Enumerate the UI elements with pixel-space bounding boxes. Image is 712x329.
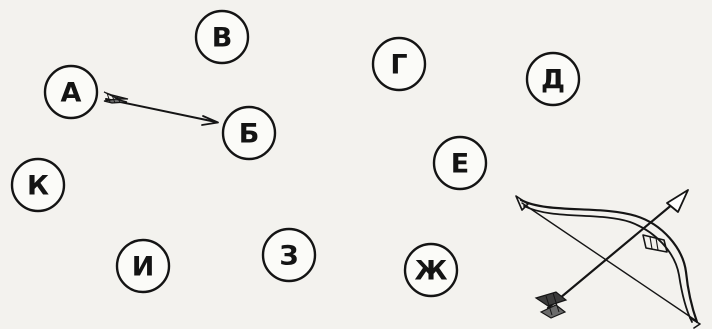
node-label: Е (451, 149, 469, 180)
node-label: Б (239, 119, 260, 150)
node-v: В (196, 11, 248, 63)
node-a: А (45, 66, 97, 118)
node-label: А (61, 78, 82, 109)
node-i: И (117, 240, 169, 292)
node-k: К (12, 159, 64, 211)
bow-and-arrow-icon (516, 190, 700, 328)
arrow-a-to-b (104, 92, 218, 125)
node-e: Е (434, 137, 486, 189)
node-label: И (132, 252, 155, 283)
node-z: З (263, 229, 315, 281)
node-b: Б (223, 107, 275, 159)
node-label: К (27, 171, 49, 202)
node-zh: Ж (405, 244, 457, 296)
node-label: Д (541, 65, 565, 96)
node-label: Г (390, 50, 407, 81)
node-d: Д (527, 53, 579, 105)
node-label: З (279, 241, 298, 272)
node-label: Ж (414, 256, 447, 287)
arrow-fletching-icon (104, 92, 128, 103)
node-g: Г (373, 38, 425, 90)
node-label: В (212, 23, 233, 54)
